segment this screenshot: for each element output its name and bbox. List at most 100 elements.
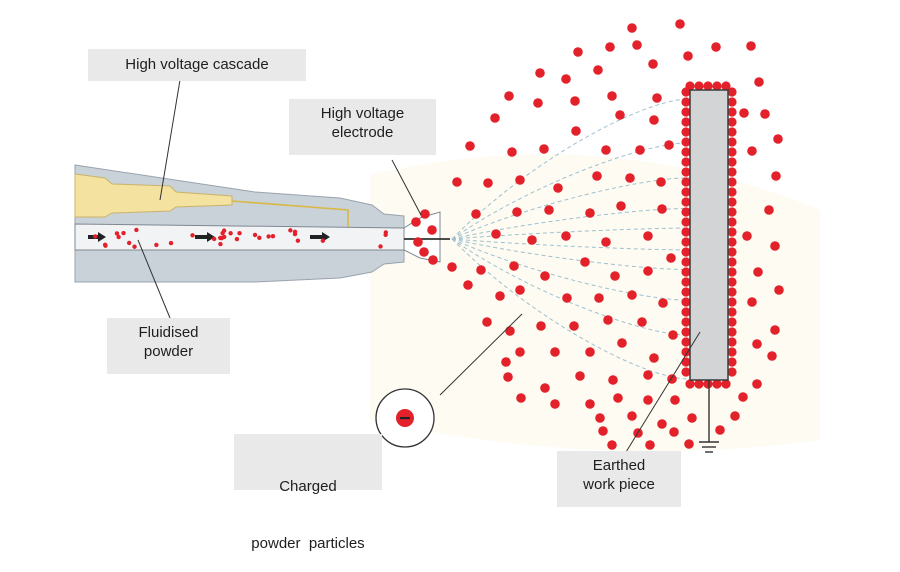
powder-particle xyxy=(561,74,571,84)
coating-particle xyxy=(681,167,691,177)
powder-particle xyxy=(773,134,783,144)
powder-particle xyxy=(476,265,486,275)
powder-particle xyxy=(747,146,757,156)
powder-particle xyxy=(742,231,752,241)
minus-sign-icon xyxy=(400,417,410,420)
coating-particle xyxy=(681,217,691,227)
powder-particle xyxy=(533,98,543,108)
powder-particle xyxy=(383,232,388,238)
coating-particle xyxy=(681,307,691,317)
work-piece-particles xyxy=(681,81,737,389)
coating-particle xyxy=(727,167,737,177)
powder-particle xyxy=(134,227,139,233)
powder-particle xyxy=(482,317,492,327)
powder-particle xyxy=(739,108,749,118)
powder-particle xyxy=(643,370,653,380)
label-powder-line1: Fluidised xyxy=(138,324,199,341)
coating-particle xyxy=(681,367,691,377)
powder-particle xyxy=(504,91,514,101)
powder-particle xyxy=(419,247,429,257)
powder-particle xyxy=(715,425,725,435)
label-cascade-text: High voltage cascade xyxy=(125,56,269,73)
coating-particle xyxy=(681,227,691,237)
coating-particle xyxy=(727,187,737,197)
powder-particle xyxy=(221,228,227,233)
powder-particle xyxy=(539,144,549,154)
powder-particle xyxy=(550,347,560,357)
powder-particle xyxy=(669,427,679,437)
coating-particle xyxy=(712,81,722,91)
label-powder-line2: powder xyxy=(143,343,194,360)
powder-particle xyxy=(495,291,505,301)
powder-particle xyxy=(505,326,515,336)
cascade-block xyxy=(74,173,233,218)
coating-particle xyxy=(681,297,691,307)
powder-particle xyxy=(190,233,195,238)
coating-particle xyxy=(727,207,737,217)
powder-particle xyxy=(93,234,98,239)
powder-particle xyxy=(237,231,242,236)
powder-particle xyxy=(683,51,693,61)
label-high-voltage-electrode: High voltage electrode xyxy=(289,99,436,155)
powder-particle xyxy=(668,330,678,340)
powder-particle xyxy=(515,175,525,185)
powder-particle xyxy=(536,321,546,331)
powder-particle xyxy=(222,234,227,240)
coating-particle xyxy=(727,277,737,287)
powder-particle xyxy=(747,297,757,307)
powder-particle xyxy=(632,40,642,50)
powder-particle xyxy=(471,209,481,219)
powder-particle xyxy=(635,145,645,155)
label-electrode-line1: High voltage xyxy=(320,105,405,122)
coating-particle xyxy=(727,117,737,127)
coating-particle xyxy=(681,247,691,257)
coating-particle xyxy=(681,357,691,367)
powder-particle xyxy=(550,399,560,409)
coating-particle xyxy=(727,337,737,347)
powder-particle xyxy=(420,209,430,219)
powder-particle xyxy=(211,236,217,242)
coating-particle xyxy=(727,317,737,327)
field-line xyxy=(451,238,710,301)
coating-particle xyxy=(681,197,691,207)
powder-particle xyxy=(527,235,537,245)
powder-particle xyxy=(413,237,423,247)
powder-particle xyxy=(252,232,258,238)
powder-particle xyxy=(320,238,326,243)
coating-particle xyxy=(727,357,737,367)
powder-particle xyxy=(627,290,637,300)
powder-particle xyxy=(266,234,271,239)
coating-particle xyxy=(681,327,691,337)
coating-particle xyxy=(681,207,691,217)
coating-particle xyxy=(681,97,691,107)
coating-particle xyxy=(681,317,691,327)
coating-particle xyxy=(727,137,737,147)
powder-particle xyxy=(593,65,603,75)
coating-particle xyxy=(681,157,691,167)
coating-particle xyxy=(727,147,737,157)
powder-particle xyxy=(452,177,462,187)
powder-particle xyxy=(684,439,694,449)
powder-particle xyxy=(234,236,240,242)
gun-body xyxy=(74,164,405,283)
powder-particle xyxy=(627,411,637,421)
powder-particle xyxy=(509,261,519,271)
label-particles-line2: powder particles xyxy=(251,535,365,552)
coating-particle xyxy=(681,347,691,357)
coating-particle xyxy=(721,379,731,389)
powder-particle xyxy=(603,315,613,325)
powder-particle xyxy=(771,171,781,181)
coating-particle xyxy=(727,367,737,377)
coating-particle xyxy=(727,267,737,277)
powder-particle xyxy=(575,371,585,381)
label-electrode-line2: electrode xyxy=(331,124,394,141)
powder-particle xyxy=(616,201,626,211)
powder-particle xyxy=(657,419,667,429)
powder-particle xyxy=(501,357,511,367)
field-line xyxy=(451,227,710,240)
powder-particle xyxy=(752,339,762,349)
label-high-voltage-cascade: High voltage cascade xyxy=(88,49,306,81)
cascade-wire xyxy=(231,200,349,228)
powder-particle xyxy=(570,96,580,106)
coating-particle xyxy=(681,137,691,147)
